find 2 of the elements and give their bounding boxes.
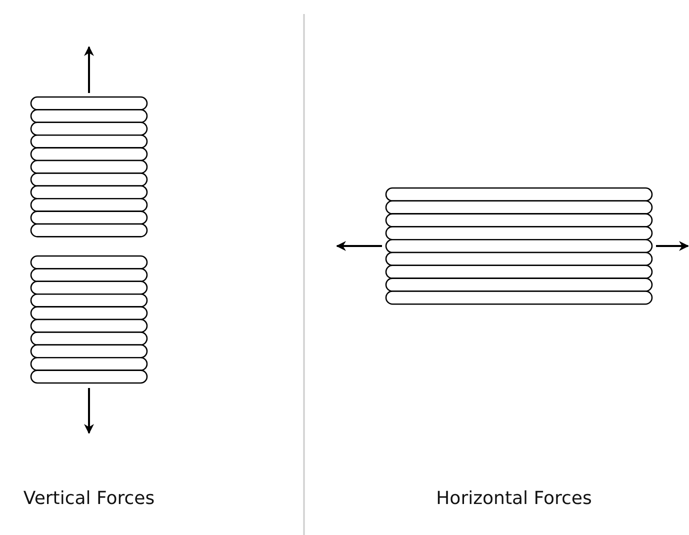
- caption-text: Horizontal Forces: [436, 488, 592, 509]
- caption-text: Vertical Forces: [23, 488, 155, 509]
